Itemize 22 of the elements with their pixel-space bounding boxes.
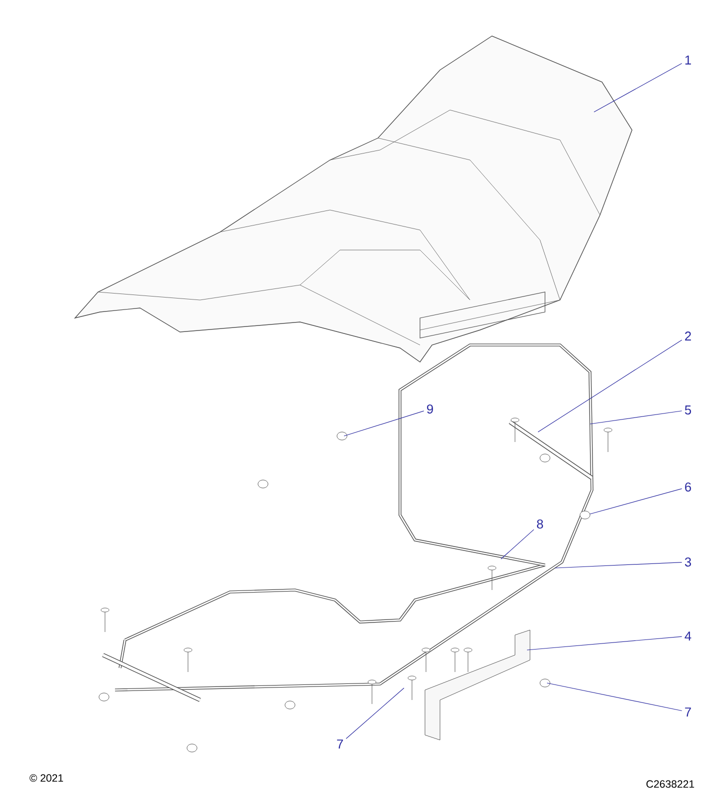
callout-number: 9 xyxy=(427,404,433,414)
callout-number: 1 xyxy=(685,56,691,64)
leader-line xyxy=(594,63,682,112)
leader-line xyxy=(554,562,682,568)
figure-code: C2638221 xyxy=(646,780,694,788)
callout-number: 2 xyxy=(685,332,691,340)
callout-number: 5 xyxy=(684,406,692,414)
leader-line xyxy=(346,688,404,739)
callout-number: 8 xyxy=(536,519,543,529)
callout-number: 7 xyxy=(685,708,691,716)
leader-line xyxy=(344,410,424,436)
leader-line xyxy=(526,636,682,650)
callout-number: 3 xyxy=(684,557,691,567)
leader-line xyxy=(590,410,682,424)
leader-line xyxy=(590,488,682,514)
copyright-note: © 2021 xyxy=(30,774,64,782)
callout-number: 7 xyxy=(337,740,343,748)
callout-number: 6 xyxy=(685,482,691,492)
callout-number: 4 xyxy=(684,632,692,640)
leader-line xyxy=(546,682,682,712)
leader-line xyxy=(538,340,682,432)
leader-line xyxy=(500,529,534,560)
